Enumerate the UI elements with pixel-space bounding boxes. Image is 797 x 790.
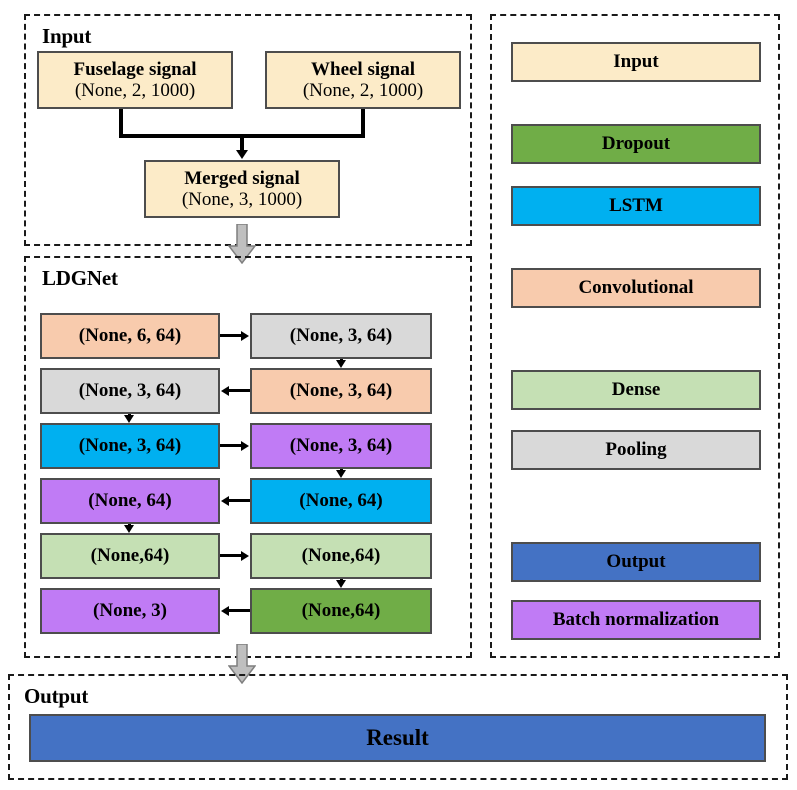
legend-item-pooling[interactable]: Pooling xyxy=(511,430,761,470)
box-ldg-l4[interactable]: (None, 64) xyxy=(40,478,220,524)
ldgnet-section-panel xyxy=(24,256,472,658)
box-ldg-l1[interactable]: (None, 6, 64) xyxy=(40,313,220,359)
box-result-label: Result xyxy=(366,725,429,751)
input-section-title: Input xyxy=(42,24,92,48)
connector-l2-to-l3-arrowhead xyxy=(124,415,134,423)
legend-item-dense-label: Dense xyxy=(611,379,661,401)
connector-merge-stem xyxy=(240,134,244,154)
connector-r4-to-l4-line xyxy=(228,499,250,502)
box-fuselage-signal[interactable]: Fuselage signal (None, 2, 1000) xyxy=(37,51,233,109)
connector-merge-arrowhead xyxy=(236,150,248,159)
legend-item-batch-normalization-label: Batch normalization xyxy=(552,609,720,631)
box-wheel-signal[interactable]: Wheel signal (None, 2, 1000) xyxy=(265,51,461,109)
box-ldg-l5-label: (None,64) xyxy=(90,545,170,567)
box-result[interactable]: Result xyxy=(29,714,766,762)
legend-item-convolutional[interactable]: Convolutional xyxy=(511,268,761,308)
input-section-panel xyxy=(24,14,472,246)
box-ldg-r5[interactable]: (None,64) xyxy=(250,533,432,579)
connector-l4-to-l5-arrowhead xyxy=(124,525,134,533)
connector-r3-to-r4-arrowhead xyxy=(336,470,346,478)
box-ldg-l3-label: (None, 3, 64) xyxy=(78,435,182,457)
box-ldg-r3[interactable]: (None, 3, 64) xyxy=(250,423,432,469)
legend-item-lstm[interactable]: LSTM xyxy=(511,186,761,226)
legend-item-lstm-label: LSTM xyxy=(609,195,663,217)
box-ldg-r3-label: (None, 3, 64) xyxy=(289,435,393,457)
legend-item-input[interactable]: Input xyxy=(511,42,761,82)
box-ldg-l2-label: (None, 3, 64) xyxy=(78,380,182,402)
connector-l5-to-r5-line xyxy=(220,554,242,557)
box-merged-signal-shape: (None, 3, 1000) xyxy=(181,189,303,210)
box-wheel-signal-title: Wheel signal xyxy=(311,58,415,80)
legend-item-input-label: Input xyxy=(613,51,659,73)
box-merged-signal[interactable]: Merged signal (None, 3, 1000) xyxy=(144,160,340,218)
box-fuselage-signal-shape: (None, 2, 1000) xyxy=(74,80,196,101)
legend-item-dropout-label: Dropout xyxy=(601,133,671,155)
box-ldg-l5[interactable]: (None,64) xyxy=(40,533,220,579)
box-ldg-r4[interactable]: (None, 64) xyxy=(250,478,432,524)
connector-l1-to-r1-line xyxy=(220,334,242,337)
connector-fuselage-down xyxy=(119,109,123,138)
connector-wheel-down xyxy=(361,109,365,138)
box-ldg-l6[interactable]: (None, 3) xyxy=(40,588,220,634)
legend-item-convolutional-label: Convolutional xyxy=(578,277,694,299)
box-ldg-r5-label: (None,64) xyxy=(301,545,381,567)
connector-l3-to-r3-arrowhead xyxy=(241,441,249,451)
box-ldg-r1[interactable]: (None, 3, 64) xyxy=(250,313,432,359)
box-ldg-l4-label: (None, 64) xyxy=(88,490,172,512)
box-ldg-r4-label: (None, 64) xyxy=(299,490,383,512)
box-ldg-r6[interactable]: (None,64) xyxy=(250,588,432,634)
box-ldg-r2[interactable]: (None, 3, 64) xyxy=(250,368,432,414)
connector-r4-to-l4-arrowhead xyxy=(221,496,229,506)
box-ldg-l2[interactable]: (None, 3, 64) xyxy=(40,368,220,414)
connector-l1-to-r1-arrowhead xyxy=(241,331,249,341)
box-merged-signal-title: Merged signal xyxy=(184,167,300,189)
legend-item-dropout[interactable]: Dropout xyxy=(511,124,761,164)
connector-r5-to-r6-arrowhead xyxy=(336,580,346,588)
connector-r1-to-r2-arrowhead xyxy=(336,360,346,368)
box-ldg-l6-label: (None, 3) xyxy=(93,600,167,622)
connector-r6-to-l6-arrowhead xyxy=(221,606,229,616)
block-arrow-input-to-ldgnet xyxy=(228,224,256,264)
box-ldg-r2-label: (None, 3, 64) xyxy=(289,380,393,402)
box-ldg-r6-label: (None,64) xyxy=(301,600,381,622)
legend-item-pooling-label: Pooling xyxy=(605,439,667,461)
box-ldg-l1-label: (None, 6, 64) xyxy=(78,325,182,347)
ldgnet-section-title: LDGNet xyxy=(42,266,118,290)
connector-r2-to-l2-line xyxy=(228,389,250,392)
legend-item-output[interactable]: Output xyxy=(511,542,761,582)
output-section-panel xyxy=(8,674,788,780)
connector-r2-to-l2-arrowhead xyxy=(221,386,229,396)
legend-item-batch-normalization[interactable]: Batch normalization xyxy=(511,600,761,640)
output-section-title: Output xyxy=(24,684,89,708)
connector-l5-to-r5-arrowhead xyxy=(241,551,249,561)
legend-item-output-label: Output xyxy=(606,551,666,573)
connector-r6-to-l6-line xyxy=(228,609,250,612)
box-ldg-r1-label: (None, 3, 64) xyxy=(289,325,393,347)
box-ldg-l3[interactable]: (None, 3, 64) xyxy=(40,423,220,469)
box-wheel-signal-shape: (None, 2, 1000) xyxy=(302,80,424,101)
legend-item-dense[interactable]: Dense xyxy=(511,370,761,410)
box-fuselage-signal-title: Fuselage signal xyxy=(73,58,197,80)
legend-panel xyxy=(490,14,780,658)
connector-l3-to-r3-line xyxy=(220,444,242,447)
